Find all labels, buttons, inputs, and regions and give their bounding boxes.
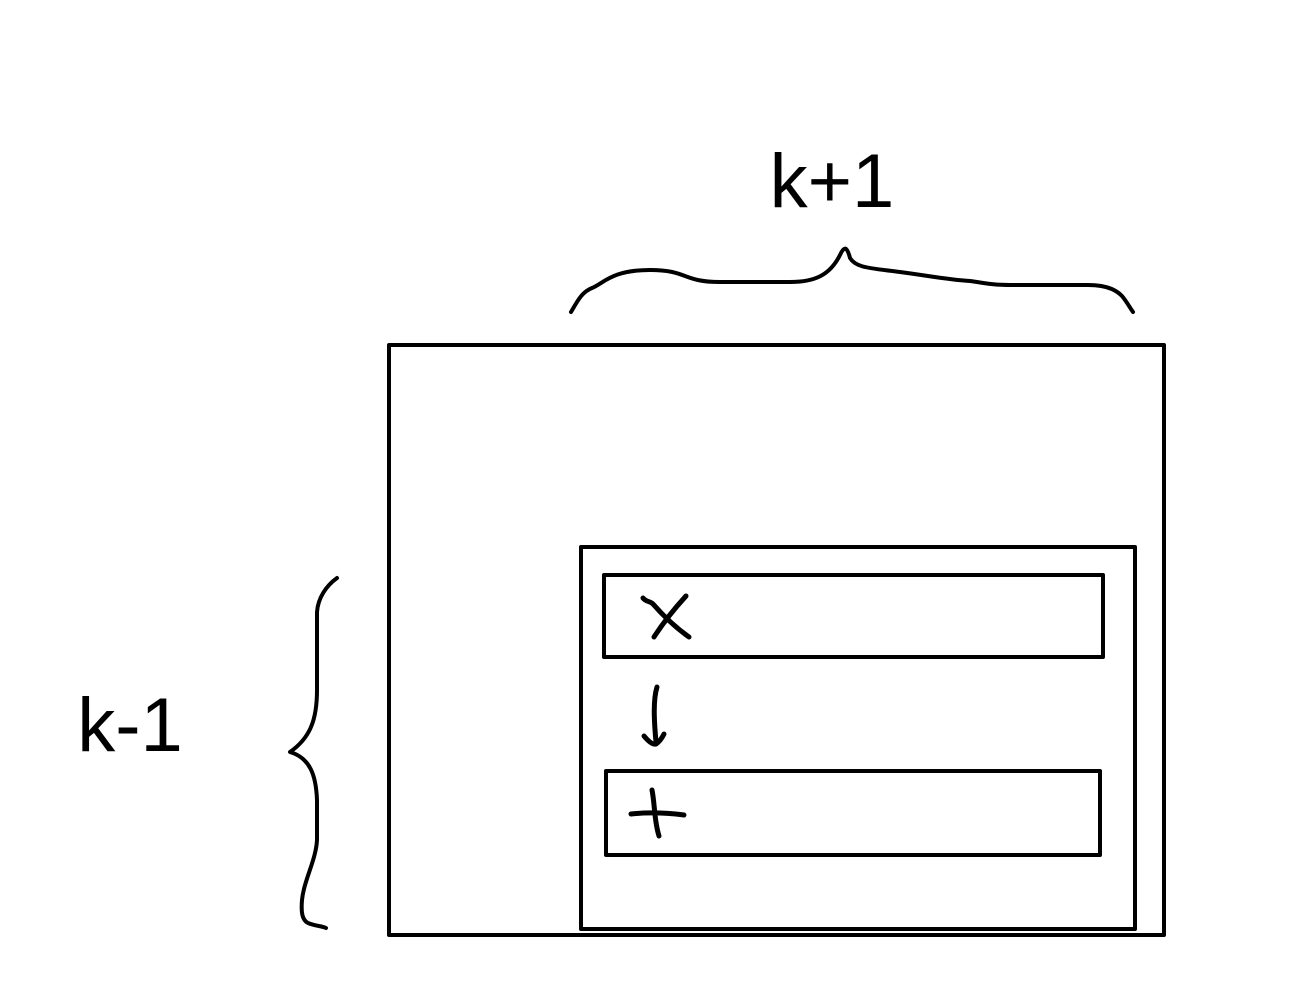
top-dimension-label: k+1: [770, 139, 895, 224]
top-brace: [569, 246, 1135, 314]
left-brace: [288, 576, 339, 930]
bottom-row-box: [604, 769, 1102, 857]
down-arrow-icon: [641, 684, 667, 747]
top-row-box: [602, 573, 1105, 659]
x-mark-icon: [640, 593, 692, 640]
left-dimension-label: k-1: [77, 683, 183, 768]
plus-mark-icon: [628, 787, 687, 839]
inner-box: [579, 545, 1137, 931]
outer-box: [387, 343, 1166, 937]
